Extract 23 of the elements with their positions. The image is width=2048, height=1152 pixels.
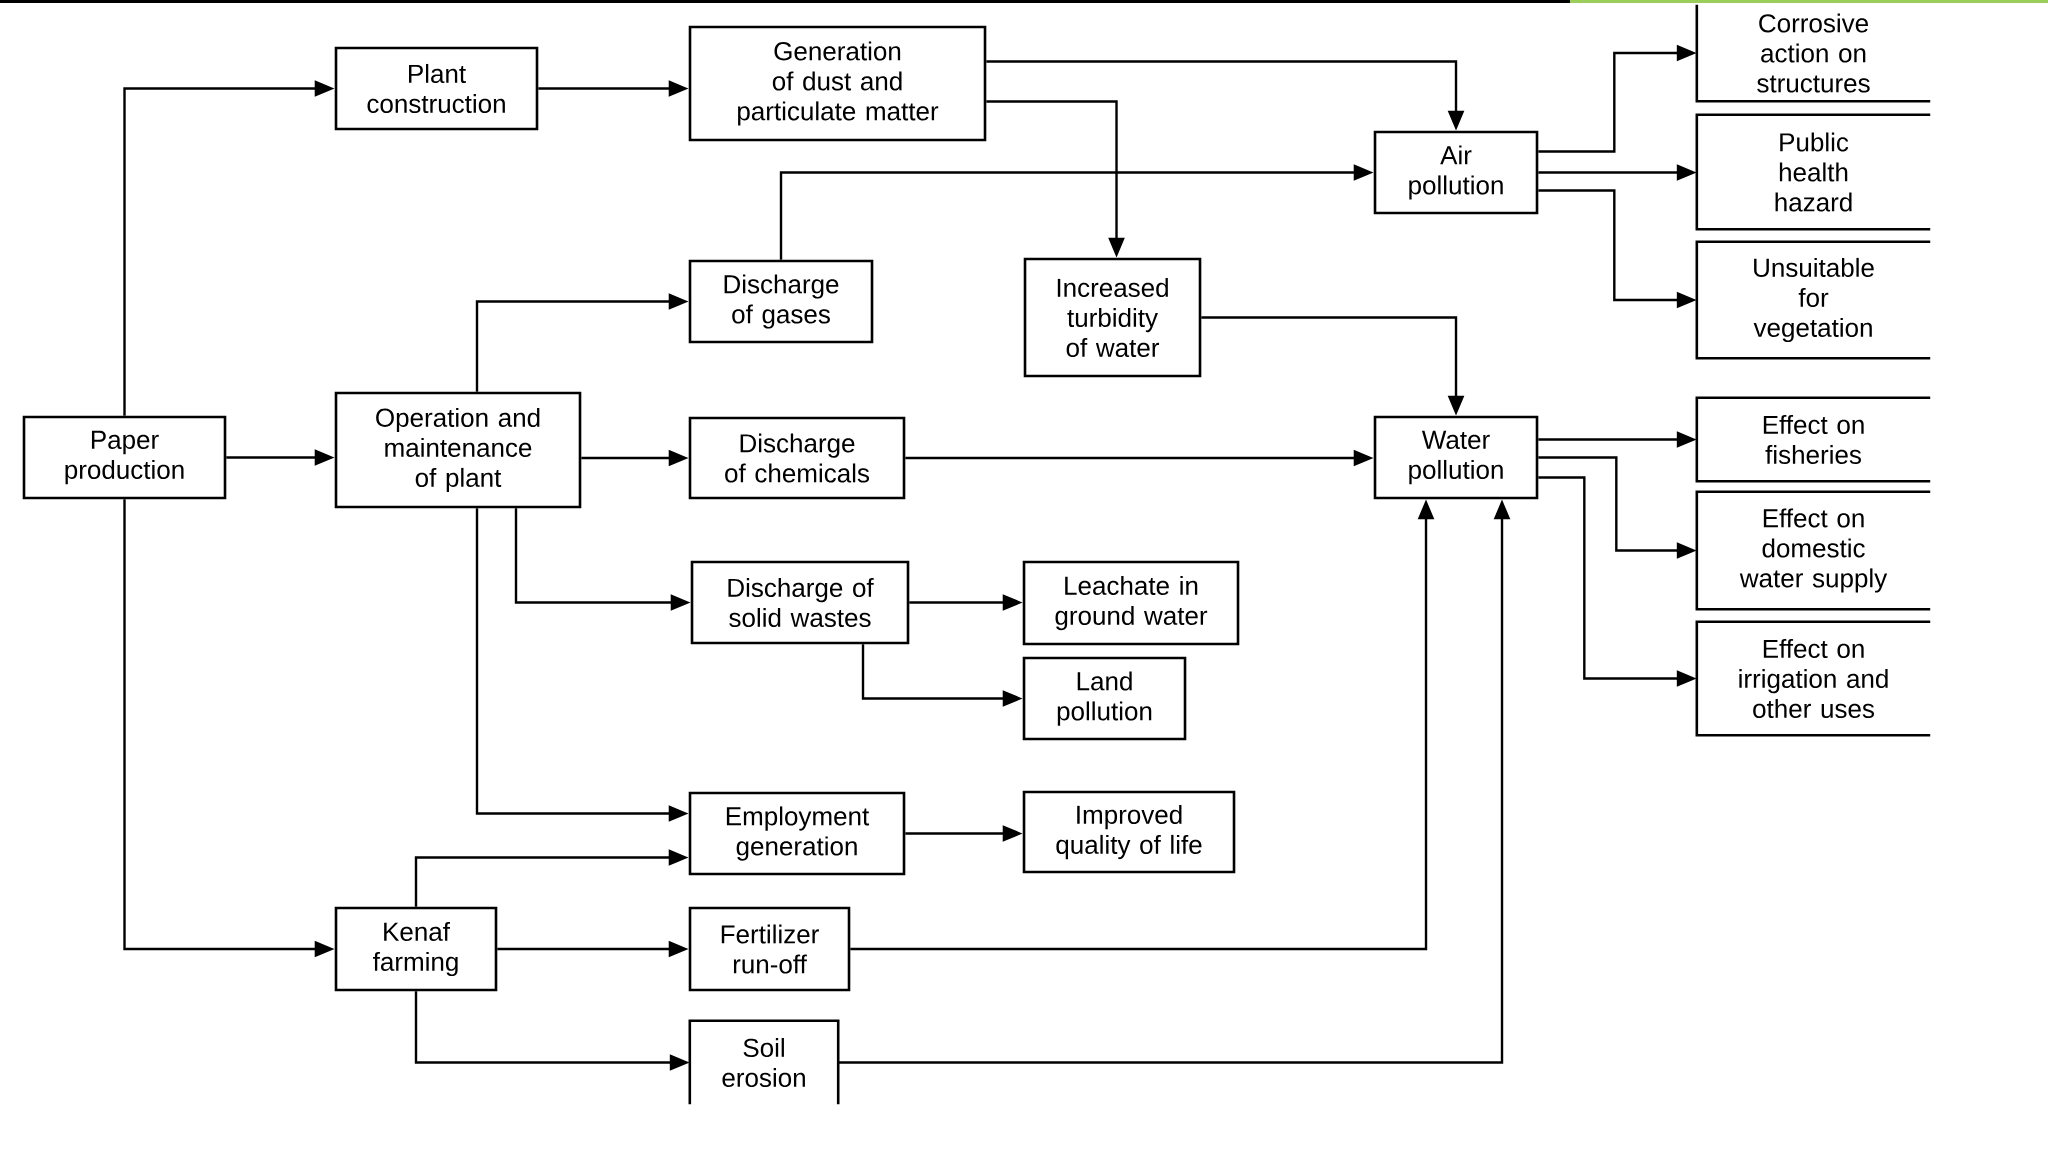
- process-box: Leachate in ground water: [1022, 560, 1240, 646]
- process-box: Soil erosion: [688, 1019, 840, 1105]
- process-box: Corrosive action on structures: [1695, 4, 1931, 103]
- process-box: Effect on irrigation and other uses: [1695, 620, 1931, 737]
- process-box: Improved quality of life: [1022, 790, 1236, 874]
- process-box: Land pollution: [1022, 656, 1187, 741]
- process-box: Operation and maintenance of plant: [334, 391, 582, 509]
- process-box: Effect on domestic water supply: [1695, 490, 1931, 611]
- process-box: Discharge of chemicals: [688, 416, 906, 500]
- process-box: Public health hazard: [1695, 113, 1931, 231]
- process-box: Discharge of solid wastes: [690, 560, 910, 645]
- process-box: Unsuitable for vegetation: [1695, 240, 1931, 360]
- process-box: Plant construction: [334, 46, 539, 131]
- process-box: Discharge of gases: [688, 259, 874, 344]
- process-box: Employment generation: [688, 791, 906, 876]
- process-box: Fertilizer run-off: [688, 906, 851, 992]
- process-box: Paper production: [22, 415, 227, 500]
- process-box: Increased turbidity of water: [1023, 257, 1202, 378]
- process-box: Water pollution: [1373, 415, 1539, 500]
- process-box: Kenaf farming: [334, 906, 498, 992]
- process-box: Effect on fisheries: [1695, 396, 1931, 483]
- process-box: Generation of dust and particulate matter: [688, 25, 987, 142]
- process-box: Air pollution: [1373, 130, 1539, 215]
